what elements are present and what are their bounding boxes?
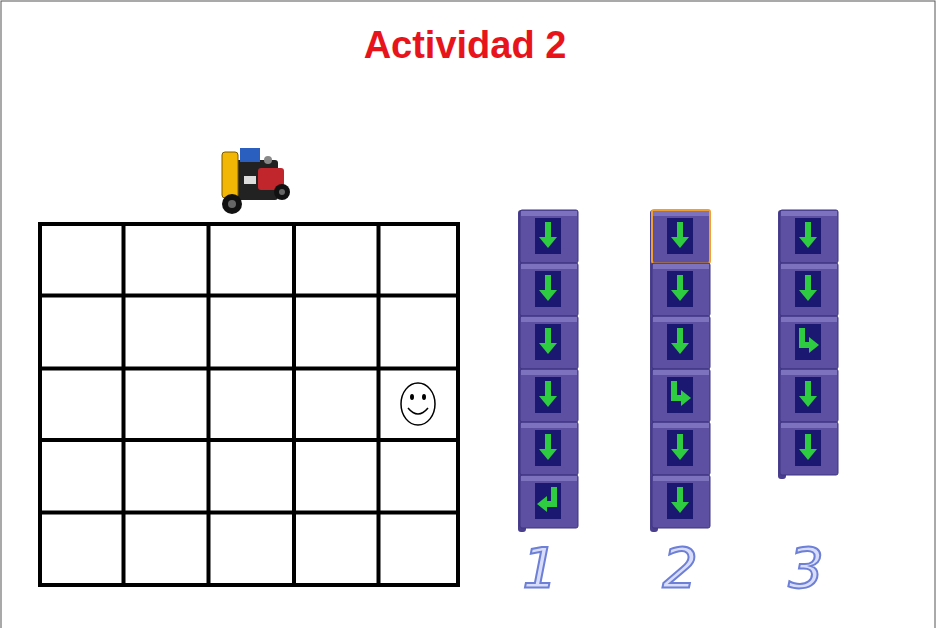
command-block	[652, 369, 710, 422]
robot-picture	[222, 148, 290, 214]
command-block	[520, 263, 578, 316]
grid-line	[456, 222, 460, 587]
command-block	[652, 263, 710, 316]
grid-line	[38, 438, 460, 442]
block-stack	[518, 210, 578, 532]
grid-line	[38, 222, 42, 587]
command-block	[652, 316, 710, 369]
grid-line	[207, 222, 211, 587]
command-block	[780, 316, 838, 369]
block-stack	[778, 210, 838, 479]
command-block	[652, 475, 710, 528]
command-block	[520, 422, 578, 475]
grid-line	[38, 367, 460, 371]
grid-line	[377, 222, 381, 587]
grid-line	[38, 511, 460, 515]
command-block	[520, 475, 578, 528]
activity-title: Actividad 2	[364, 24, 567, 67]
block-stack	[650, 210, 710, 532]
command-block	[780, 210, 838, 263]
command-block	[520, 369, 578, 422]
command-block	[780, 422, 838, 475]
callout-number: 2	[662, 540, 698, 596]
command-block	[520, 210, 578, 263]
command-block	[780, 263, 838, 316]
smiley-face	[401, 383, 435, 425]
callout-number: 3	[788, 540, 824, 596]
command-block	[520, 316, 578, 369]
grid-line	[38, 222, 460, 226]
command-block	[652, 422, 710, 475]
callout-number: 1	[522, 540, 558, 596]
code-blocks	[518, 210, 838, 532]
grid-line	[38, 294, 460, 298]
grid-line	[122, 222, 126, 587]
command-block	[652, 210, 710, 263]
board-grid	[38, 222, 460, 587]
grid-line	[38, 583, 460, 587]
grid-line	[292, 222, 296, 587]
command-block	[780, 369, 838, 422]
